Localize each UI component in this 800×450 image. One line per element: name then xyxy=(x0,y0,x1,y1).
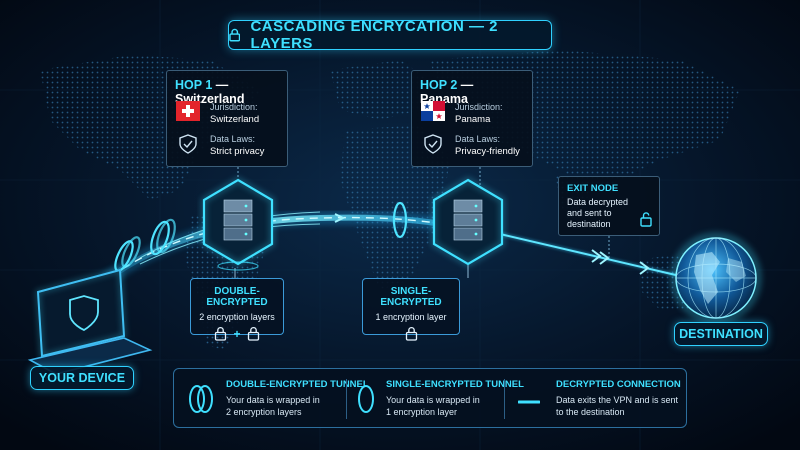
shield-check-icon xyxy=(179,134,197,154)
legend-decrypted-icon-wrap xyxy=(517,393,541,411)
swiss-flag-icon xyxy=(176,101,200,121)
lock-icon xyxy=(405,327,417,341)
hop1-jurisdiction-value: Switzerland xyxy=(210,114,260,125)
hop2-jurisdiction-label: Jurisdiction: xyxy=(455,102,503,112)
legend-double-icon-wrap xyxy=(186,379,216,424)
hop1-card: HOP 1 — Switzerland Jurisdiction: Switze… xyxy=(166,70,288,167)
single-encrypted-title: SINGLE-ENCRYPTED xyxy=(380,286,442,308)
exit-node-line3: destination xyxy=(567,219,611,229)
exit-node-line2: and sent to xyxy=(567,208,612,218)
lock-icon xyxy=(215,327,227,341)
legend-decrypted-title: DECRYPTED CONNECTION xyxy=(556,379,681,390)
legend-single-title: SINGLE-ENCRYPTED TUNNEL xyxy=(386,379,524,390)
single-encrypted-desc: 1 encryption layer xyxy=(375,312,447,322)
your-device-pill: YOUR DEVICE xyxy=(30,366,134,390)
legend-decrypted-line2: to the destination xyxy=(556,407,625,417)
legend-decrypted-line1: Data exits the VPN and is sent xyxy=(556,395,679,405)
shield-check-icon xyxy=(424,134,442,154)
double-ring-icon xyxy=(189,385,213,413)
double-lock-row: + xyxy=(191,326,283,341)
legend-single-line1: Your data is wrapped in xyxy=(386,395,480,405)
legend-double-line1: Your data is wrapped in xyxy=(226,395,320,405)
double-encrypted-title: DOUBLE-ENCRYPTED xyxy=(206,286,268,308)
hop2-card: HOP 2 — Panama Jurisdiction: Panama Data… xyxy=(411,70,533,167)
hop1-datalaws-value: Strict privacy xyxy=(210,146,265,157)
hop1-jurisdiction-row: Jurisdiction: Switzerland xyxy=(176,101,259,126)
legend-double-title: DOUBLE-ENCRYPTED TUNNEL xyxy=(226,379,369,390)
destination-pill: DESTINATION xyxy=(674,322,768,346)
your-device-label: YOUR DEVICE xyxy=(38,371,126,385)
hop2-jurisdiction-row: Jurisdiction: Panama xyxy=(421,101,503,126)
hop2-jurisdiction-value: Panama xyxy=(455,114,491,125)
legend-single-icon-wrap xyxy=(356,379,376,424)
legend-single-line2: 1 encryption layer xyxy=(386,407,458,417)
hop2-datalaws-label: Data Laws: xyxy=(455,134,501,144)
legend-decrypted: DECRYPTED CONNECTION Data exits the VPN … xyxy=(556,379,681,418)
hop1-datalaws-row: Data Laws: Strict privacy xyxy=(176,133,264,158)
single-ring-icon xyxy=(358,385,374,413)
legend-panel: DOUBLE-ENCRYPTED TUNNEL Your data is wra… xyxy=(173,368,687,428)
double-encrypted-desc: 2 encryption layers xyxy=(199,312,275,322)
legend-separator xyxy=(504,379,505,419)
double-encrypted-box: DOUBLE-ENCRYPTED 2 encryption layers + xyxy=(190,278,284,341)
legend-single: SINGLE-ENCRYPTED TUNNEL Your data is wra… xyxy=(386,379,524,418)
destination-label: DESTINATION xyxy=(679,327,763,341)
plus-sign: + xyxy=(233,326,241,341)
lock-icon xyxy=(247,327,259,341)
legend-double: DOUBLE-ENCRYPTED TUNNEL Your data is wra… xyxy=(226,379,369,418)
hop2-label: HOP 2 xyxy=(420,78,458,92)
hop1-jurisdiction-label: Jurisdiction: xyxy=(210,102,258,112)
exit-node-title: EXIT NODE xyxy=(567,183,619,194)
single-lock-row xyxy=(363,326,459,341)
hop1-datalaws-label: Data Laws: xyxy=(210,134,256,144)
hop2-header: HOP 2 — Panama xyxy=(412,71,532,111)
unlock-icon xyxy=(640,212,652,227)
single-encrypted-box: SINGLE-ENCRYPTED 1 encryption layer xyxy=(362,278,460,341)
title-banner: CASCADING ENCRYCATION — 2 LAYERS xyxy=(228,18,552,52)
exit-node-box: EXIT NODE Data decrypted and sent to des… xyxy=(558,176,660,236)
hop1-label: HOP 1 xyxy=(175,78,213,92)
lock-icon xyxy=(229,28,241,42)
hop2-datalaws-row: Data Laws: Privacy-friendly xyxy=(421,133,520,158)
hop2-datalaws-value: Privacy-friendly xyxy=(455,146,520,157)
legend-separator xyxy=(346,379,347,419)
straight-line-icon xyxy=(517,400,541,404)
page-title: CASCADING ENCRYCATION — 2 LAYERS xyxy=(250,18,498,52)
legend-double-line2: 2 encryption layers xyxy=(226,407,302,417)
panama-flag-icon xyxy=(421,101,445,121)
exit-node-line1: Data decrypted xyxy=(567,197,629,207)
